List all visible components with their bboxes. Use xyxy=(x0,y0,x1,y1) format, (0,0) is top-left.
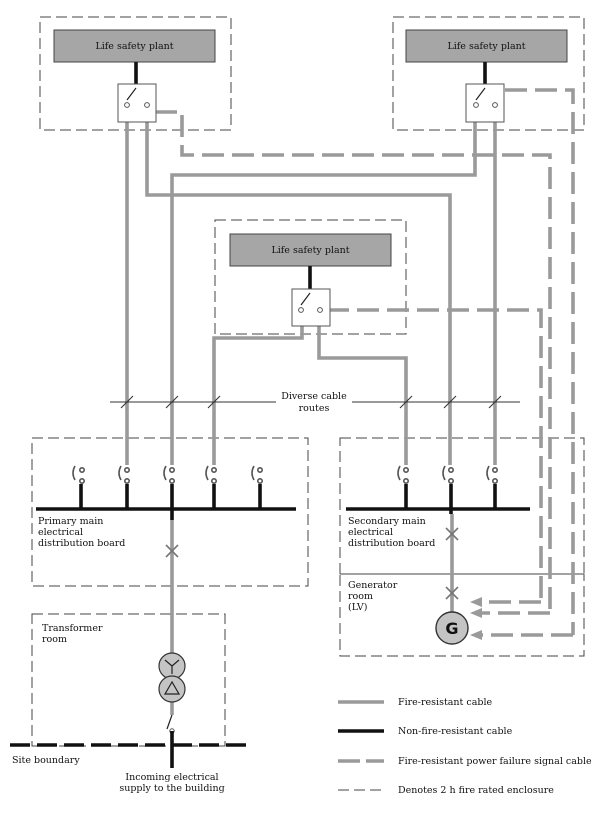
enclosure-plant-right xyxy=(392,16,585,131)
legend-item-fire-resistant: Fire-resistant cable xyxy=(338,697,492,708)
primary-board-label-line1: Primary main xyxy=(38,516,103,527)
legend-item-enclosure: Denotes 2 h fire rated enclosure xyxy=(338,785,554,796)
diverse-routes-label-line2: routes xyxy=(299,403,330,414)
generator-room-label-line3: (LV) xyxy=(348,602,367,613)
secondary-board-label-line2: electrical xyxy=(348,527,393,538)
legend-label: Denotes 2 h fire rated enclosure xyxy=(398,785,554,796)
plant-right: Life safety plant xyxy=(405,29,568,63)
fire-resistant-cables xyxy=(125,112,497,715)
plant-label: Life safety plant xyxy=(271,245,349,256)
enclosure-secondary-board xyxy=(339,437,585,575)
plant-center: Life safety plant xyxy=(229,233,392,267)
legend-item-signal: Fire-resistant power failure signal cabl… xyxy=(338,756,592,767)
changeover-switch-center xyxy=(291,288,331,327)
legend-item-non-fire-resistant: Non-fire-resistant cable xyxy=(338,726,513,737)
signal-arrowheads xyxy=(470,597,482,640)
generator-room: G Generator room (LV) xyxy=(348,580,469,645)
diverse-routes-label-line1: Diverse cable xyxy=(281,391,347,402)
changeover-switch-right xyxy=(465,83,505,123)
transformer-room: Transformer room xyxy=(42,623,186,734)
legend-label: Fire-resistant power failure signal cabl… xyxy=(398,756,592,767)
signal-cables xyxy=(155,88,575,637)
enclosure-plant-left xyxy=(39,16,232,131)
primary-distribution-board: Primary main electrical distribution boa… xyxy=(36,465,296,558)
enclosure-plant-center xyxy=(214,219,407,335)
legend-label: Non-fire-resistant cable xyxy=(398,726,513,737)
site-boundary-label: Site boundary xyxy=(12,755,80,766)
diverse-routes-marker: Diverse cable routes xyxy=(110,391,520,414)
transformer-delta-winding xyxy=(158,675,186,703)
plant-label: Life safety plant xyxy=(447,41,525,52)
generator-letter: G xyxy=(445,619,458,638)
legend: Fire-resistant cable Non-fire-resistant … xyxy=(338,697,592,796)
primary-board-label-line2: electrical xyxy=(38,527,83,538)
primary-board-label-line3: distribution board xyxy=(38,538,125,549)
plant-label: Life safety plant xyxy=(95,41,173,52)
legend-label: Fire-resistant cable xyxy=(398,697,492,708)
generator-room-label-line1: Generator xyxy=(348,580,398,591)
plant-left: Life safety plant xyxy=(53,29,216,63)
transformer-room-label-line2: room xyxy=(42,634,67,645)
incoming-supply-label-line2: supply to the building xyxy=(119,783,224,794)
enclosure-generator-room xyxy=(339,573,585,657)
secondary-board-label-line1: Secondary main xyxy=(348,516,426,527)
incoming-supply-label-line1: Incoming electrical xyxy=(125,772,218,783)
transformer-room-label-line1: Transformer xyxy=(42,623,103,634)
secondary-board-label-line3: distribution board xyxy=(348,538,435,549)
enclosure-primary-board xyxy=(31,437,309,587)
site-boundary: Site boundary Incoming electrical supply… xyxy=(10,731,246,794)
changeover-switch-left xyxy=(117,83,157,123)
generator-symbol xyxy=(435,611,469,645)
secondary-distribution-board: Secondary main electrical distribution b… xyxy=(346,465,530,549)
generator-room-label-line2: room xyxy=(348,591,373,602)
